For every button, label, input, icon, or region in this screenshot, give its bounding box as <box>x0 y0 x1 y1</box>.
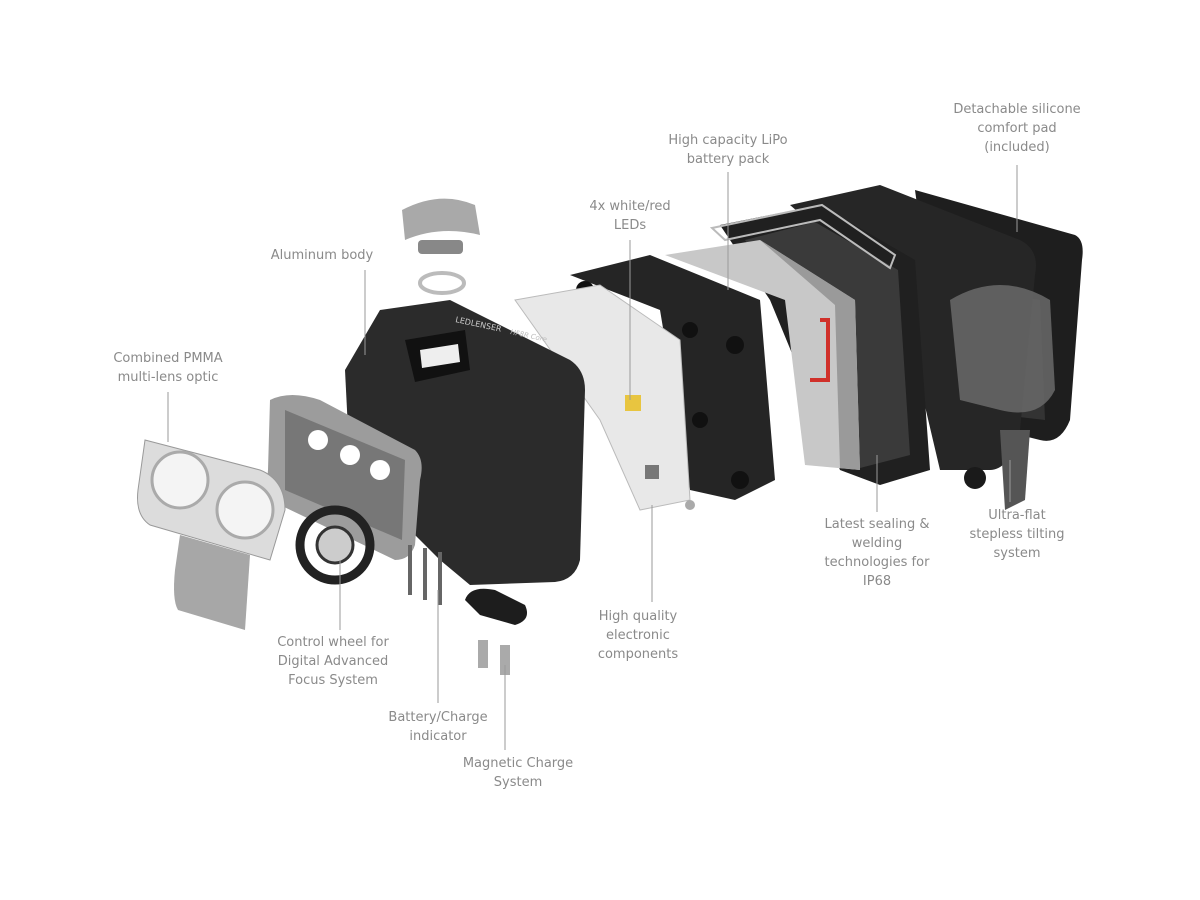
pcb-part <box>514 284 695 511</box>
led-chip <box>625 395 641 411</box>
front-frame-part <box>267 395 422 560</box>
top-button-part <box>402 198 480 295</box>
callout-body: Aluminum body <box>270 248 374 263</box>
battery-part <box>665 240 860 470</box>
side-cover-part <box>174 535 250 630</box>
lens-optic-part <box>137 439 286 561</box>
indicator-pins-part <box>408 545 442 605</box>
magnetic-charge-part <box>465 588 528 675</box>
control-wheel-part <box>295 505 375 585</box>
leader-lines <box>167 165 1018 750</box>
